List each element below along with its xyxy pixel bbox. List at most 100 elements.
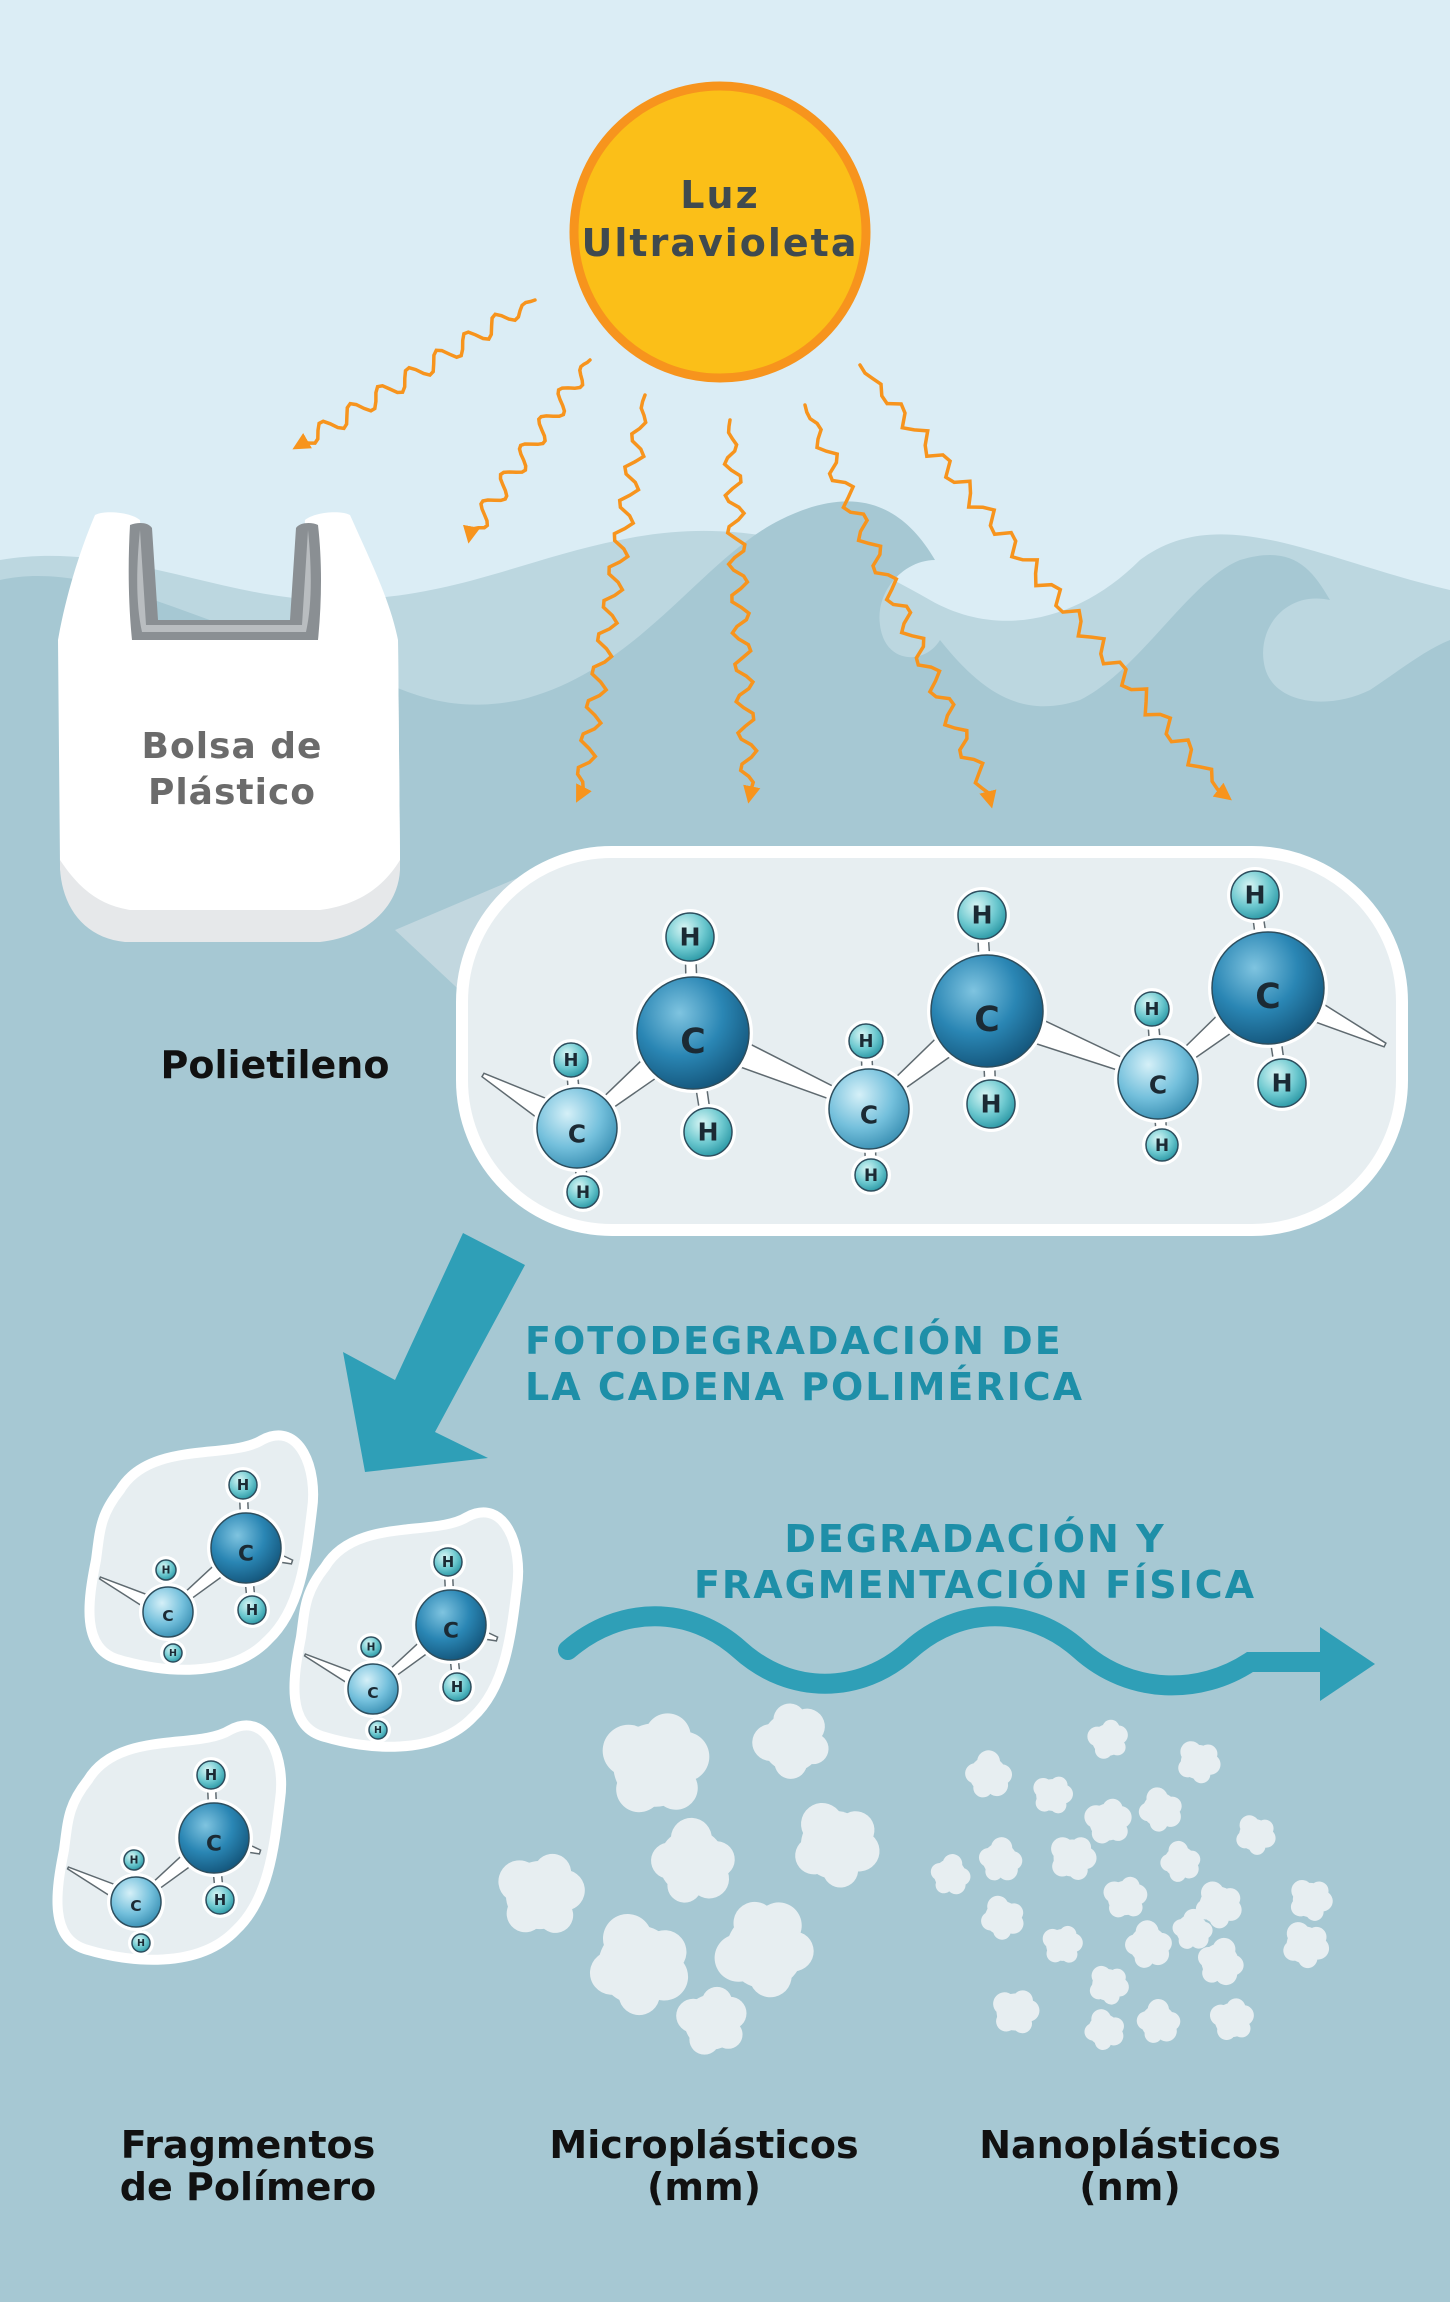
particle-lobe — [1248, 1838, 1266, 1855]
particle-lobe — [667, 1868, 702, 1903]
particle-lobe — [1286, 1922, 1310, 1946]
particle-lobe — [1094, 1741, 1113, 1759]
particle-lobe — [836, 1811, 875, 1849]
carbon-symbol: C — [974, 1000, 999, 1040]
particle-lobe — [1109, 1738, 1126, 1756]
atom-sphere — [347, 1663, 399, 1715]
plastic-bag: Bolsa de Plástico — [58, 512, 400, 942]
particle-lobe — [1149, 1813, 1168, 1832]
particle-lobe — [1209, 2004, 1232, 2026]
microplastic-particle — [651, 1817, 735, 1903]
particle-lobe — [935, 1876, 953, 1894]
hydrogen-symbol: H — [442, 1554, 454, 1571]
hydrogen-symbol: H — [367, 1642, 376, 1654]
hydrogen-atom: H — [225, 1467, 261, 1503]
nanoplastic-particle — [1042, 1925, 1083, 1963]
particle-lobe — [987, 1895, 1009, 1918]
carbon-atom: C — [139, 1583, 197, 1641]
particle-lobe — [795, 1836, 833, 1875]
atom-sphere — [536, 1087, 618, 1169]
nanoplastic-particle — [1178, 1741, 1221, 1784]
particle-lobe — [1059, 1925, 1077, 1944]
nanoplastic-particle — [1103, 1876, 1148, 1918]
carbon-symbol: C — [1149, 1070, 1167, 1099]
atom-sphere — [178, 1802, 250, 1874]
particle-lobe — [1209, 1909, 1229, 1929]
hydrogen-symbol: H — [679, 923, 700, 952]
particle-lobe — [1256, 1819, 1274, 1838]
nanoplastic-particle — [1125, 1920, 1172, 1968]
particle-lobe — [1291, 1879, 1313, 1902]
microplastic-particle — [498, 1853, 585, 1933]
sun-label-line2: Ultravioleta — [582, 221, 859, 265]
carbon-atom: C — [412, 1586, 490, 1664]
microplastic-particle — [752, 1703, 829, 1779]
hydrogen-symbol: H — [169, 1648, 177, 1659]
particle-lobe — [993, 1992, 1017, 2016]
atom-sphere — [553, 1042, 589, 1078]
particle-lobe — [1212, 1937, 1236, 1961]
hydrogen-atom: H — [439, 1669, 475, 1705]
atom-sphere — [210, 1512, 282, 1584]
hydrogen-atom: H — [120, 1846, 148, 1874]
hydrogen-symbol: H — [246, 1602, 258, 1619]
hydrogen-symbol: H — [374, 1725, 382, 1736]
fragments-label-line1: Fragmentos — [121, 2123, 375, 2167]
particle-lobe — [1120, 1876, 1140, 1896]
nanoplastic-particle — [1084, 2009, 1124, 2051]
particle-lobe — [953, 1867, 971, 1886]
particle-lobe — [1290, 1897, 1310, 1917]
photodegradation-title-line1: FOTODEGRADACIÓN DE — [525, 1319, 1063, 1363]
particle-lobe — [1172, 1919, 1190, 1937]
particle-lobe — [930, 1863, 949, 1881]
nanoplastic-particle — [993, 1990, 1040, 2034]
atom-sphere — [1257, 1058, 1307, 1108]
particle-lobe — [1033, 1777, 1054, 1798]
atom-sphere — [636, 976, 750, 1090]
particle-lobe — [1109, 1898, 1128, 1918]
particle-lobe — [733, 1901, 776, 1945]
nanoplastic-particle — [1160, 1840, 1201, 1882]
uv-ray — [462, 358, 592, 544]
particle-lobe — [1306, 1926, 1327, 1948]
particle-lobe — [985, 1862, 1004, 1881]
particle-lobe — [1094, 2033, 1112, 2051]
carbon-atom: C — [107, 1873, 165, 1931]
nanoplastic-particle — [930, 1854, 971, 1895]
hydrogen-atom: H — [1131, 988, 1173, 1030]
nanoplastic-particle — [1087, 1719, 1128, 1759]
carbon-atom: C — [344, 1660, 402, 1718]
nanoplastic-particle — [981, 1895, 1024, 1940]
hydrogen-atom: H — [430, 1544, 466, 1580]
hydrogen-symbol: H — [162, 1565, 171, 1577]
hydrogen-atom: H — [1254, 1055, 1310, 1111]
atom-sphere — [665, 912, 715, 962]
hydrogen-atom: H — [365, 1717, 391, 1743]
hydrogen-symbol: H — [971, 901, 992, 930]
particle-lobe — [533, 1853, 572, 1892]
hydrogen-atom: H — [550, 1039, 592, 1081]
particle-lobe — [1068, 1860, 1088, 1880]
hydrogen-atom: H — [1227, 867, 1283, 923]
hydrogen-symbol: H — [864, 1165, 878, 1185]
particle-lobe — [1309, 1881, 1329, 1901]
particle-lobe — [689, 2024, 720, 2055]
particle-lobe — [1060, 1946, 1078, 1963]
particle-lobe — [1089, 1981, 1108, 2000]
atom-sphere — [237, 1595, 267, 1625]
nanoplastics-label-line2: (nm) — [1079, 2165, 1180, 2209]
particle-lobe — [1182, 1850, 1201, 1869]
hydrogen-atom: H — [128, 1930, 154, 1956]
nanoplastic-particle — [1172, 1908, 1213, 1949]
particle-lobe — [773, 1931, 814, 1972]
microplastic-particle — [795, 1802, 880, 1888]
hydrogen-atom: H — [563, 1172, 603, 1212]
particle-lobe — [1202, 1963, 1222, 1983]
hydrogen-atom: H — [1142, 1125, 1182, 1165]
photodegradation-title-line2: LA CADENA POLIMÉRICA — [525, 1365, 1084, 1409]
atom-sphere — [163, 1643, 183, 1663]
atom-sphere — [854, 1158, 888, 1192]
